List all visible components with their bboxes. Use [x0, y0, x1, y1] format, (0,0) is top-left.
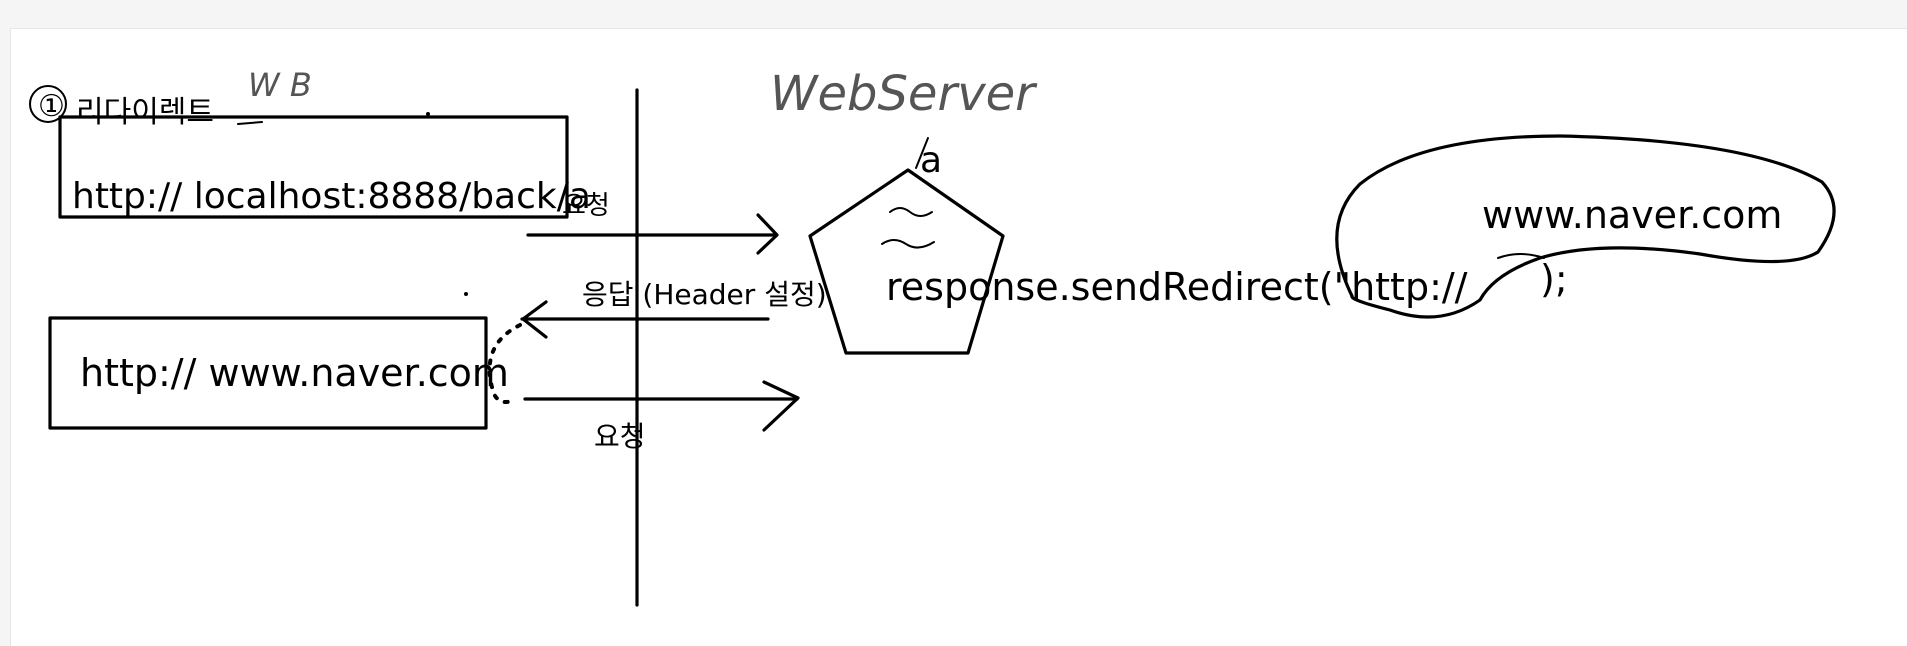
request-arrow-top: 요청 [526, 191, 779, 255]
target-url-text: http:// www.naver.com [80, 351, 509, 395]
target-url-box-border [48, 316, 488, 430]
stray-dot-1 [426, 112, 430, 116]
servlet-pentagon: a [808, 137, 1005, 355]
request-arrow-top-head [756, 213, 779, 255]
target-url-box: http:// www.naver.com [48, 316, 509, 430]
stray-dot-2 [464, 292, 468, 296]
redirect-dotted-curve [487, 323, 522, 404]
redirect-target-cloud-shape [1335, 134, 1836, 319]
browser-note: W B [248, 66, 312, 104]
request-label-top: 요청 [562, 191, 610, 221]
server-title: WebServer [770, 66, 1038, 122]
pentagon-scribble-2 [881, 239, 935, 249]
step-title: 리다이렉트 [76, 95, 214, 130]
request-label-bottom: 요청 [594, 420, 646, 453]
redirect-target-connector [1497, 253, 1545, 259]
drawing-canvas [10, 28, 1907, 646]
pentagon-scribble-1 [889, 207, 933, 217]
step-marker-circle [29, 85, 67, 123]
code-line-text: response.sendRedirect("http:// [886, 265, 1468, 309]
source-url-box: http:// localhost:8888/back/a [58, 115, 591, 219]
servlet-name-pointer [915, 137, 929, 169]
request-arrow-bottom-head [762, 380, 800, 432]
redirect-target-cloud: www.naver.com [1335, 134, 1836, 319]
source-url-box-border [58, 115, 569, 219]
servlet-name: a [920, 140, 942, 181]
response-arrow-head [521, 300, 548, 339]
response-label: 응답 (Header 설정) [582, 278, 827, 311]
source-url-text: http:// localhost:8888/back/a [72, 176, 591, 217]
pentagon-shape [808, 168, 1005, 355]
code-line: response.sendRedirect("http:// ); [886, 257, 1568, 309]
step-title-underline [237, 121, 263, 125]
request-arrow-bottom: 요청 [523, 380, 800, 453]
response-arrow: 응답 (Header 설정) [520, 278, 827, 339]
code-line-tail: ); [1540, 257, 1568, 301]
redirect-target-text: www.naver.com [1482, 193, 1782, 237]
